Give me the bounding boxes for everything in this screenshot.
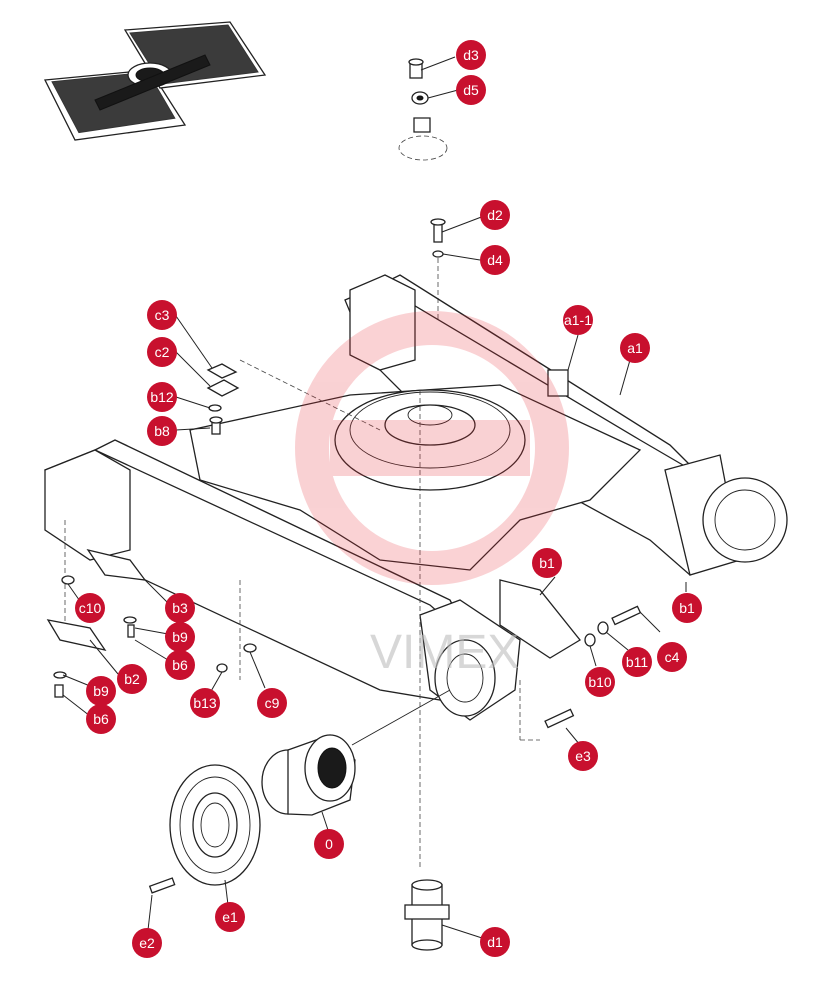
- watermark-logo: [295, 311, 569, 585]
- sprocket-icon: [147, 764, 261, 931]
- callout-b13[interactable]: b13: [190, 688, 220, 718]
- callout-b1-plate[interactable]: b1: [532, 548, 562, 578]
- right-side-hardware: [539, 334, 687, 667]
- callout-b2[interactable]: b2: [117, 664, 147, 694]
- king-pin-bolt: [430, 215, 485, 400]
- callout-e1[interactable]: e1: [215, 902, 245, 932]
- callout-c10[interactable]: c10: [75, 593, 105, 623]
- callout-d4[interactable]: d4: [480, 245, 510, 275]
- callout-b11[interactable]: b11: [622, 647, 652, 677]
- callout-c9[interactable]: c9: [257, 688, 287, 718]
- callout-b9-mid[interactable]: b9: [165, 622, 195, 652]
- callout-b6-mid[interactable]: b6: [165, 650, 195, 680]
- callout-b9-low[interactable]: b9: [86, 676, 116, 706]
- callout-a1-1[interactable]: a1-1: [563, 305, 593, 335]
- callout-a1[interactable]: a1: [620, 333, 650, 363]
- callout-b12[interactable]: b12: [147, 382, 177, 412]
- travel-motor-icon: [261, 689, 451, 831]
- e3-bolt: [544, 708, 581, 746]
- callout-0[interactable]: 0: [314, 829, 344, 859]
- callout-d5[interactable]: d5: [456, 75, 486, 105]
- callout-c4[interactable]: c4: [657, 642, 687, 672]
- callout-c3[interactable]: c3: [147, 300, 177, 330]
- callout-d1[interactable]: d1: [480, 927, 510, 957]
- watermark-text: VIMEX: [370, 626, 519, 679]
- callout-e3[interactable]: e3: [568, 741, 598, 771]
- callout-b1-right[interactable]: b1: [672, 593, 702, 623]
- callout-b3[interactable]: b3: [165, 593, 195, 623]
- callout-b10[interactable]: b10: [585, 667, 615, 697]
- callout-d3[interactable]: d3: [456, 40, 486, 70]
- callout-b6-low[interactable]: b6: [86, 704, 116, 734]
- callout-e2[interactable]: e2: [132, 928, 162, 958]
- callout-d2[interactable]: d2: [480, 200, 510, 230]
- track-frame-icon: [44, 274, 788, 870]
- top-bolt-assembly: [398, 56, 459, 161]
- left-side-hardware: [46, 548, 266, 717]
- callout-c2[interactable]: c2: [147, 337, 177, 367]
- undercarriage-thumbnail-icon: [43, 21, 267, 141]
- center-swivel-joint-icon: [404, 879, 483, 951]
- callout-b8[interactable]: b8: [147, 416, 177, 446]
- left-top-hardware: [175, 315, 240, 435]
